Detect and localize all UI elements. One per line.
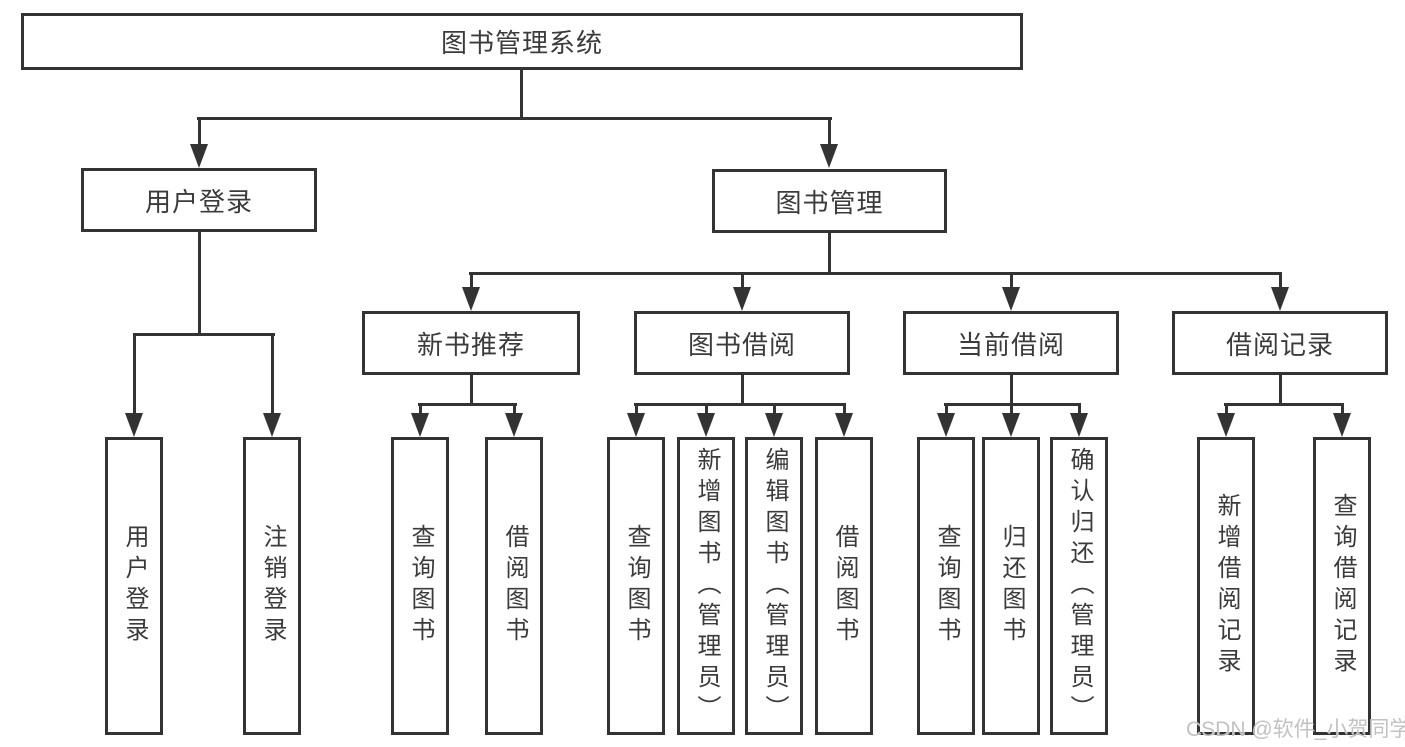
node-book-borrow: 图书借阅 bbox=[634, 311, 850, 375]
arrow-down-icon bbox=[462, 287, 480, 311]
arrow-down-icon bbox=[820, 144, 838, 168]
leaf-label: 借阅图书 bbox=[501, 524, 528, 648]
leaf-label: 归还图书 bbox=[998, 524, 1025, 648]
leaf-label: 注销登录 bbox=[259, 524, 286, 648]
leaf-user-login: 用户登录 bbox=[105, 437, 163, 735]
arrow-down-icon bbox=[733, 287, 751, 311]
connector-line bbox=[1279, 373, 1282, 406]
connector-line bbox=[419, 403, 422, 416]
connector-line bbox=[945, 403, 948, 416]
arrow-down-icon bbox=[1070, 413, 1088, 437]
leaf-query-borrow-record: 查询借阅记录 bbox=[1313, 437, 1371, 735]
connector-line bbox=[418, 403, 517, 406]
connector-line bbox=[828, 117, 831, 147]
connector-line bbox=[828, 231, 831, 274]
node-borrow-records-label: 借阅记录 bbox=[1225, 329, 1334, 360]
arrow-down-icon bbox=[1002, 287, 1020, 311]
arrow-down-icon bbox=[505, 413, 523, 437]
connector-line bbox=[1341, 403, 1344, 416]
leaf-add-books-admin: 新增图书（管理员） bbox=[677, 437, 735, 735]
leaf-edit-books-admin: 编辑图书（管理员） bbox=[745, 437, 803, 735]
connector-line bbox=[1279, 272, 1282, 290]
connector-line bbox=[705, 403, 708, 416]
csdn-watermark: CSDN @软件_小贺同学 bbox=[1186, 718, 1405, 741]
arrow-down-icon bbox=[697, 413, 715, 437]
leaf-label: 查询图书 bbox=[933, 524, 960, 648]
connector-line bbox=[741, 373, 744, 406]
arrow-down-icon bbox=[263, 413, 281, 437]
connector-line bbox=[197, 117, 832, 120]
leaf-return-books: 归还图书 bbox=[982, 437, 1040, 735]
leaf-borrow-books-new: 借阅图书 bbox=[485, 437, 543, 735]
connector-line bbox=[198, 230, 201, 336]
connector-line bbox=[469, 272, 1282, 275]
connector-line bbox=[133, 333, 275, 336]
leaf-borrow-books: 借阅图书 bbox=[815, 437, 873, 735]
connector-line bbox=[1225, 403, 1228, 416]
connector-line bbox=[1078, 403, 1081, 416]
connector-line bbox=[271, 333, 274, 416]
node-new-books-label: 新书推荐 bbox=[416, 329, 525, 360]
connector-line bbox=[1010, 373, 1013, 406]
leaf-label: 借阅图书 bbox=[831, 524, 858, 648]
node-user-login: 用户登录 bbox=[81, 168, 317, 232]
connector-line bbox=[1010, 272, 1013, 290]
arrow-down-icon bbox=[1271, 287, 1289, 311]
node-root: 图书管理系统 bbox=[21, 13, 1023, 70]
arrow-down-icon bbox=[765, 413, 783, 437]
node-current-borrow-label: 当前借阅 bbox=[956, 329, 1065, 360]
node-user-login-label: 用户登录 bbox=[144, 186, 253, 217]
leaf-query-books-new: 查询图书 bbox=[391, 437, 449, 735]
leaf-query-books-current: 查询图书 bbox=[917, 437, 975, 735]
connector-line bbox=[1010, 403, 1013, 416]
leaf-confirm-return-admin: 确认归还（管理员） bbox=[1050, 437, 1108, 735]
connector-line bbox=[635, 403, 638, 416]
leaf-label: 用户登录 bbox=[121, 524, 148, 648]
connector-line bbox=[741, 272, 744, 290]
node-book-mgmt: 图书管理 bbox=[712, 169, 947, 233]
connector-line bbox=[773, 403, 776, 416]
arrow-down-icon bbox=[411, 413, 429, 437]
leaf-label: 查询图书 bbox=[623, 524, 650, 648]
leaf-label: 查询借阅记录 bbox=[1329, 493, 1356, 679]
node-book-mgmt-label: 图书管理 bbox=[775, 187, 884, 218]
connector-line bbox=[470, 373, 473, 406]
arrow-down-icon bbox=[1002, 413, 1020, 437]
connector-line bbox=[1224, 403, 1344, 406]
arrow-down-icon bbox=[125, 413, 143, 437]
arrow-down-icon bbox=[1217, 413, 1235, 437]
leaf-logout: 注销登录 bbox=[243, 437, 301, 735]
connector-line bbox=[520, 68, 523, 118]
connector-line bbox=[843, 403, 846, 416]
leaf-query-books-borrow: 查询图书 bbox=[607, 437, 665, 735]
connector-line bbox=[198, 117, 201, 147]
leaf-label: 新增借阅记录 bbox=[1213, 493, 1240, 679]
node-root-label: 图书管理系统 bbox=[440, 28, 603, 58]
leaf-label: 新增图书（管理员） bbox=[693, 446, 720, 726]
leaf-add-borrow-record: 新增借阅记录 bbox=[1197, 437, 1255, 735]
connector-line bbox=[634, 403, 846, 406]
node-borrow-records: 借阅记录 bbox=[1172, 311, 1388, 375]
connector-line bbox=[470, 272, 473, 290]
arrow-down-icon bbox=[835, 413, 853, 437]
leaf-label: 查询图书 bbox=[407, 524, 434, 648]
node-book-borrow-label: 图书借阅 bbox=[687, 329, 796, 360]
connector-line bbox=[513, 403, 516, 416]
arrow-down-icon bbox=[1333, 413, 1351, 437]
arrow-down-icon bbox=[937, 413, 955, 437]
node-current-borrow: 当前借阅 bbox=[903, 311, 1119, 375]
arrow-down-icon bbox=[627, 413, 645, 437]
connector-line bbox=[133, 333, 136, 416]
leaf-label: 编辑图书（管理员） bbox=[761, 446, 788, 726]
node-new-books: 新书推荐 bbox=[362, 311, 580, 375]
arrow-down-icon bbox=[190, 144, 208, 168]
leaf-label: 确认归还（管理员） bbox=[1066, 446, 1093, 726]
